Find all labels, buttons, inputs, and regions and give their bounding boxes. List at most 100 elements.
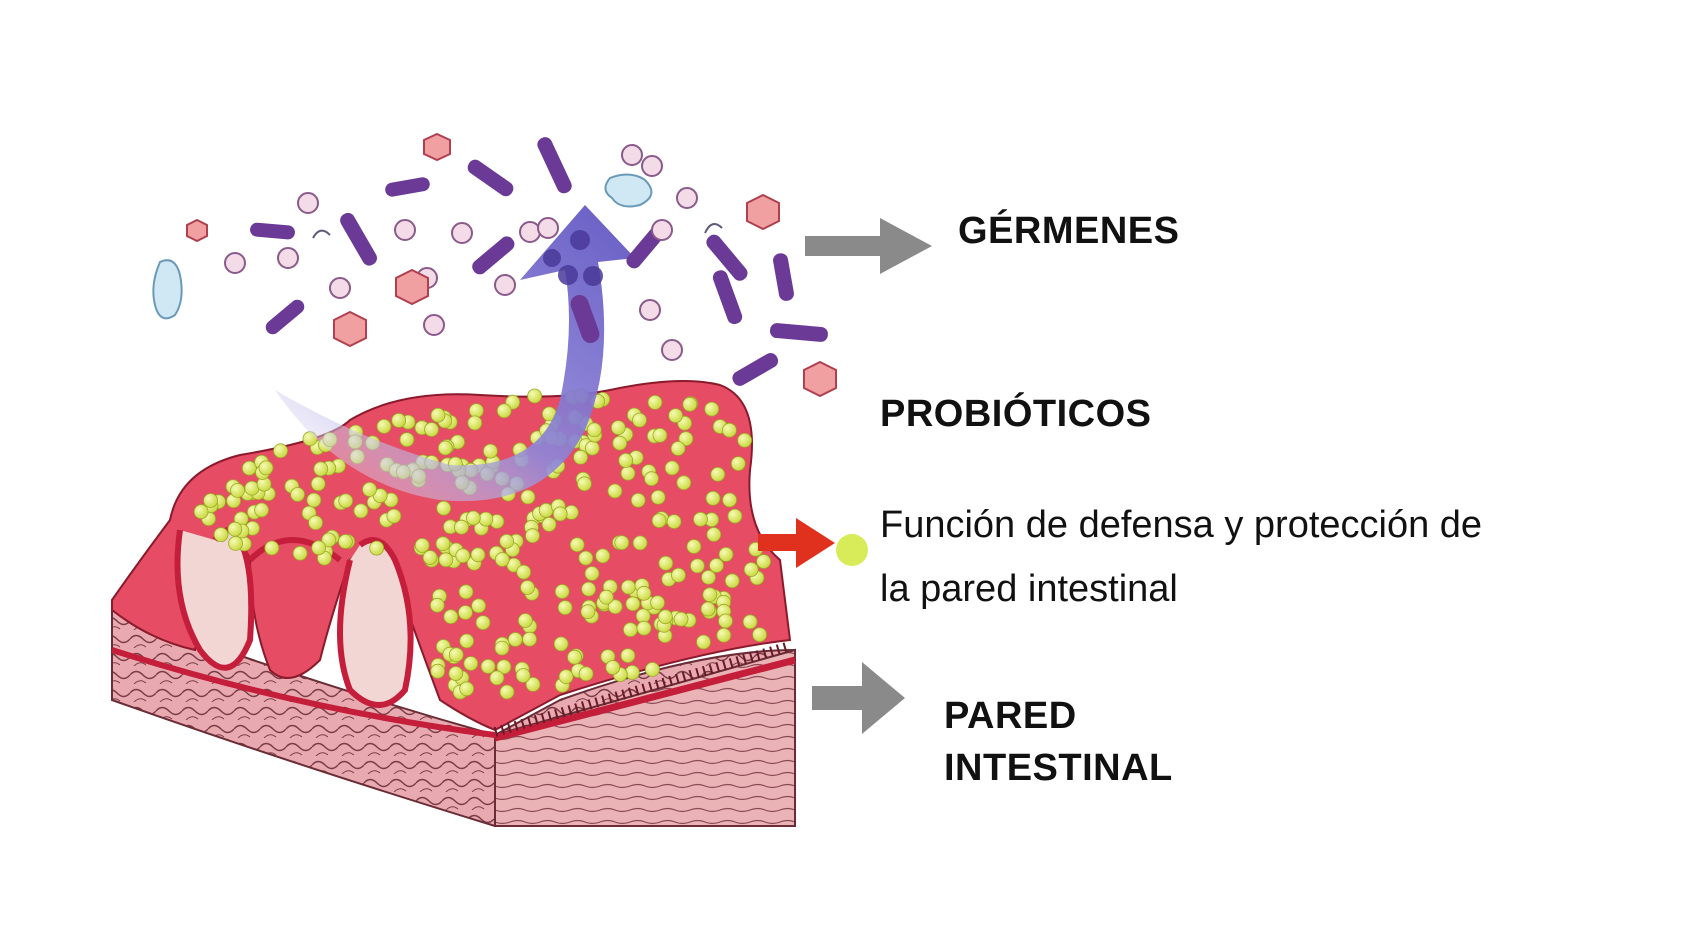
probiotic-ball — [664, 460, 680, 476]
probiotic-ball — [424, 422, 439, 437]
probiotic-ball — [668, 408, 683, 424]
probiotic-ball — [558, 669, 574, 685]
probiotic-ball — [647, 394, 663, 410]
probiotic-ball — [429, 597, 445, 613]
probiotic-ball — [489, 670, 505, 686]
function-line-1: Función de defensa y protección de — [880, 504, 1483, 546]
probiotic-ball — [213, 527, 229, 542]
probiotic-ball — [376, 418, 392, 434]
probiotic-ball — [595, 548, 611, 564]
probiotic-ball — [658, 555, 674, 571]
probiotic-ball — [614, 535, 630, 550]
probiotic-ball — [621, 579, 636, 595]
probiotic-ball — [636, 620, 652, 636]
probiotic-ball — [463, 656, 479, 671]
probiotic-ball — [399, 432, 415, 448]
probiotic-ball — [730, 456, 746, 472]
probiotic-ball — [650, 595, 665, 611]
probiotic-ball — [586, 422, 602, 438]
probiotic-ball — [227, 521, 243, 537]
pared-line-2: INTESTINAL — [944, 747, 1173, 789]
probiotic-ball — [618, 452, 634, 468]
probiotic-ball — [554, 584, 570, 599]
probiotic-ball — [553, 636, 569, 652]
probiotic-ball — [203, 493, 219, 508]
probiotic-ball — [455, 548, 471, 564]
probiotic-ball — [525, 677, 541, 692]
probiotic-ball — [292, 545, 308, 561]
probiotic-ball — [610, 420, 626, 436]
function-line-2: la pared intestinal — [880, 568, 1178, 610]
probiotic-ball — [605, 660, 621, 675]
probiotic-ball — [515, 668, 531, 683]
probiotic-ball — [567, 649, 582, 665]
probiotic-ball — [673, 611, 689, 627]
probiotic-ball — [742, 614, 758, 630]
probiotic-ball — [701, 569, 716, 585]
probiotic-ball — [499, 533, 515, 549]
probiotic-ball — [612, 435, 628, 451]
probiotic-ball — [475, 615, 491, 630]
crypt-fold-right — [337, 537, 414, 708]
probiotic-ball — [437, 440, 453, 456]
probiotic-ball — [584, 440, 600, 456]
probiotic-ball — [581, 581, 596, 597]
probiotic-ball — [737, 432, 752, 448]
probiotic-ball — [743, 562, 759, 577]
germenes-label: GÉRMENES — [958, 210, 1180, 252]
probiotic-ball — [435, 536, 451, 552]
probiotic-ball — [557, 600, 573, 615]
probiotic-ball — [620, 648, 636, 663]
probiotic-ball — [666, 514, 682, 529]
probiotic-ball — [306, 492, 322, 508]
probiotic-ball — [311, 540, 327, 556]
probiotic-ball — [716, 627, 732, 643]
probiotic-ball — [625, 596, 641, 612]
probiotic-ball — [273, 443, 289, 459]
probiotic-ball — [722, 422, 737, 438]
probiotic-ball — [706, 527, 722, 542]
pointer-arrow-germenes — [805, 218, 932, 274]
probiotic-ball — [480, 659, 496, 674]
probiotic-ball — [386, 508, 402, 524]
probiotic-ball — [494, 552, 510, 567]
probiotic-ball — [258, 460, 274, 476]
probiotic-ball — [228, 536, 244, 551]
probiotic-ball — [651, 513, 667, 528]
probiotic-ball — [443, 609, 459, 625]
probiotic-ball — [650, 489, 666, 505]
probiotic-ball — [454, 519, 469, 535]
probiotic-ball — [527, 388, 542, 404]
probiotic-ball — [337, 534, 353, 549]
probiotic-ball — [230, 482, 245, 498]
flagella — [312, 223, 723, 239]
probiotic-ball — [671, 567, 686, 583]
probiotic-ball — [436, 500, 452, 516]
probiotic-ball — [724, 573, 740, 589]
probiotic-ball — [704, 401, 720, 417]
probiotic-ball — [635, 608, 651, 624]
probiotic-ball — [465, 510, 481, 526]
probiotic-ball — [499, 684, 515, 700]
probiotic-ball — [478, 511, 494, 527]
probiotic-ball — [632, 535, 648, 551]
probiotic-ball — [718, 613, 733, 629]
probiotic-ball — [696, 634, 711, 650]
probiotic-ball — [644, 471, 659, 487]
pared-intestinal-label: PARED INTESTINAL — [944, 690, 1173, 794]
probiotic-ball — [507, 632, 523, 647]
pointer-arrow-probioticos — [758, 518, 868, 568]
probiotic-ball — [607, 483, 623, 499]
probiotic-ball — [448, 666, 464, 681]
germs — [152, 132, 837, 398]
probiotic-ball — [496, 403, 512, 419]
probiotic-ball — [727, 508, 743, 524]
probiotic-ball — [620, 465, 636, 481]
probiotic-ball — [321, 532, 337, 548]
probiotic-ball — [573, 449, 588, 465]
probiotic-ball — [422, 550, 438, 565]
probiotic-ball — [630, 492, 646, 508]
probiotic-ball — [577, 476, 592, 492]
probiotic-ball — [430, 407, 446, 423]
